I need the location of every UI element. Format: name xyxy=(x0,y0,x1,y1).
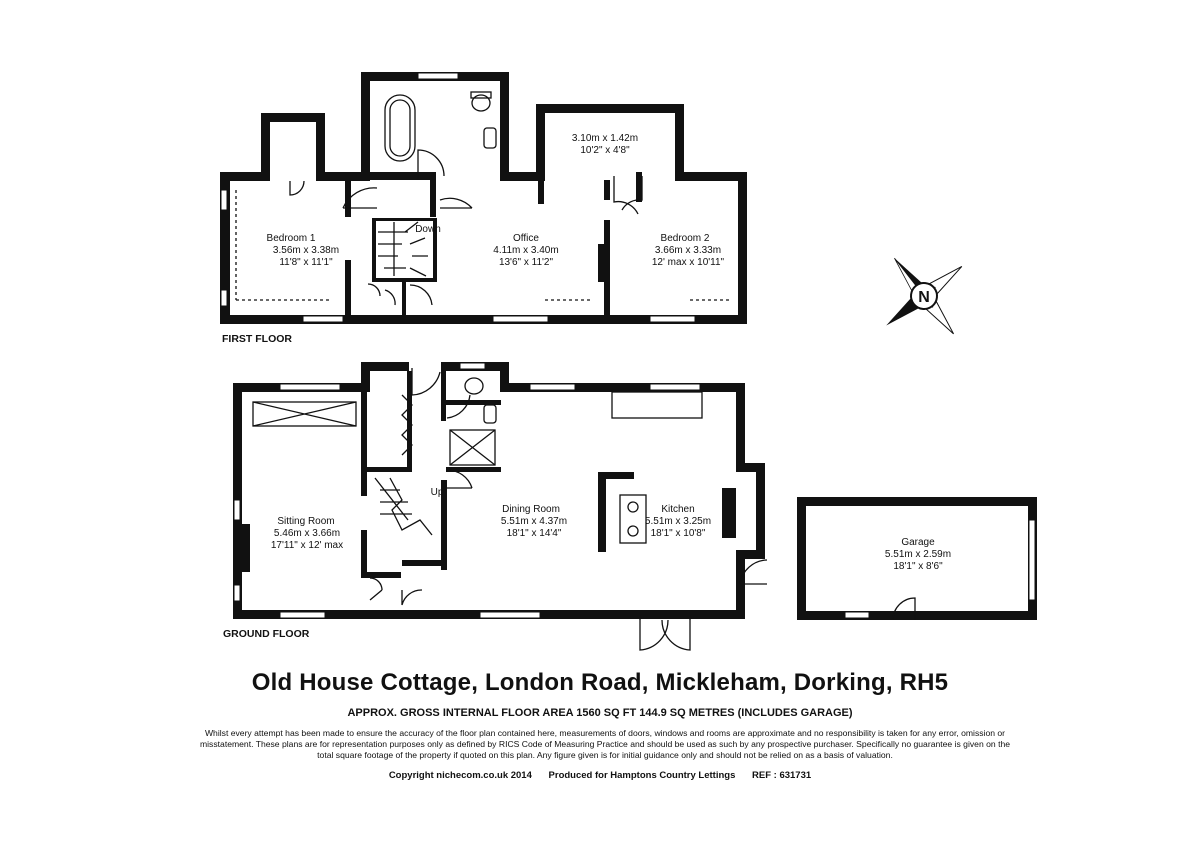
office-imperial: 13'6" x 11'2" xyxy=(499,257,554,268)
compass-rose xyxy=(886,257,963,335)
first-floor-label: FIRST FLOOR xyxy=(222,333,292,345)
bedroom1-name: Bedroom 1 xyxy=(267,233,316,244)
garage-name: Garage xyxy=(901,537,935,548)
copyright-text: Copyright nichecom.co.uk 2014 xyxy=(388,770,532,781)
bedroom2-name: Bedroom 2 xyxy=(661,233,710,244)
sitting-room-name: Sitting Room xyxy=(277,516,334,527)
kitchen-name: Kitchen xyxy=(661,504,694,515)
floor-area-text: APPROX. GROSS INTERNAL FLOOR AREA 1560 S… xyxy=(347,707,853,719)
reference-text: REF : 631731 xyxy=(752,770,812,781)
dining-room-metric: 5.51m x 4.37m xyxy=(501,516,567,527)
first-floor-plan: FIRST FLOOR Bedroom 1 3.56m x 3.38m 11'8… xyxy=(220,72,747,345)
stairs-down-label: Down xyxy=(415,224,441,235)
sitting-room-imperial: 17'11" x 12' max xyxy=(271,540,343,551)
bedroom2-metric: 3.66m x 3.33m xyxy=(655,245,721,256)
garage-imperial: 18'1" x 8'6" xyxy=(893,561,943,572)
store-metric: 3.10m x 1.42m xyxy=(572,133,638,144)
office-metric: 4.11m x 3.40m xyxy=(493,245,558,256)
store-imperial: 10'2" x 4'8" xyxy=(580,145,630,156)
property-title: Old House Cottage, London Road, Mickleha… xyxy=(251,669,949,696)
dining-room-imperial: 18'1" x 14'4" xyxy=(507,528,562,539)
garage-plan: Garage 5.51m x 2.59m 18'1" x 8'6" xyxy=(797,497,1037,621)
kitchen-imperial: 18'1" x 10'8" xyxy=(651,528,706,539)
footer: Copyright nichecom.co.uk 2014 Produced f… xyxy=(0,770,1200,781)
bedroom2-imperial: 12' max x 10'11" xyxy=(652,257,725,268)
bedroom1-imperial: 11'8" x 11'1" xyxy=(279,257,333,268)
dining-room-name: Dining Room xyxy=(502,504,560,515)
ground-floor-plan: GROUND FLOOR Sitting Room 5.46m x 3.66m … xyxy=(223,362,768,651)
bedroom1-metric: 3.56m x 3.38m xyxy=(273,245,339,256)
produced-for-text: Produced for Hamptons Country Lettings xyxy=(548,770,736,781)
sitting-room-metric: 5.46m x 3.66m xyxy=(274,528,340,539)
ground-floor-label: GROUND FLOOR xyxy=(223,628,310,640)
garage-metric: 5.51m x 2.59m xyxy=(885,549,951,560)
stairs-up-label: Up xyxy=(431,487,444,498)
compass-n-label: N xyxy=(918,289,930,306)
disclaimer-text: Whilst every attempt has been made to en… xyxy=(199,728,1011,760)
office-name: Office xyxy=(513,233,539,244)
kitchen-metric: 5.51m x 3.25m xyxy=(645,516,711,527)
